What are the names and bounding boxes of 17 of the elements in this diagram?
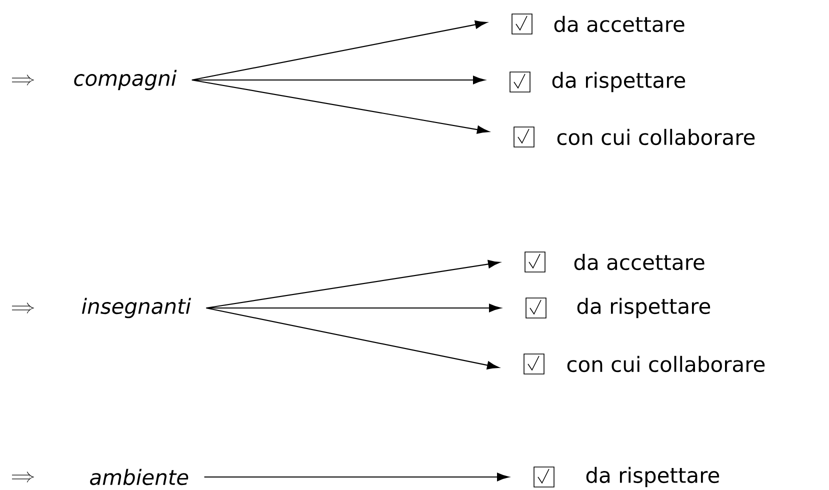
arrow (192, 79, 489, 134)
arrow (204, 472, 509, 482)
item-label: da rispettare (586, 466, 720, 488)
item-label: da rispettare (552, 72, 686, 92)
item-label: da rispettare (577, 298, 710, 318)
arrow (192, 76, 485, 84)
item-label: da accettare (574, 254, 704, 270)
item-label: da accettare (554, 16, 684, 32)
term-label: compagni (74, 70, 177, 90)
term-label: insegnanti (82, 298, 191, 318)
arrow (192, 20, 487, 81)
arrow (206, 304, 501, 312)
term-label: ambiente (90, 468, 188, 486)
arrow (206, 307, 499, 370)
item-label: con cui collaborare (567, 356, 765, 372)
arrow (206, 260, 500, 309)
item-label: con cui collaborare (557, 128, 755, 146)
